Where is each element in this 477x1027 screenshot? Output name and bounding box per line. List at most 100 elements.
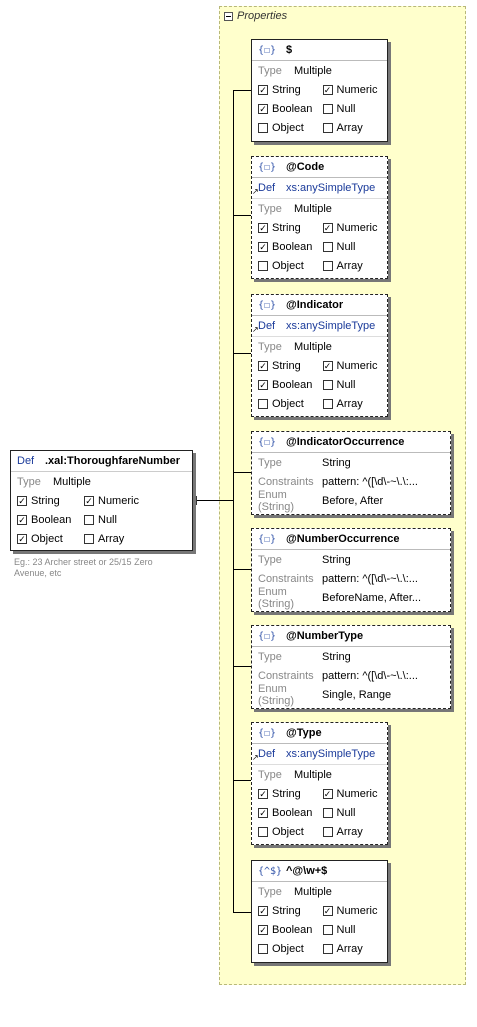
checkbox-string[interactable]: ✓String	[258, 905, 323, 917]
unchecked-icon[interactable]	[258, 122, 268, 133]
properties-header[interactable]: Properties	[224, 10, 287, 22]
enum-label: Enum (String)	[258, 585, 295, 610]
checkbox-array[interactable]: Array	[322, 398, 388, 410]
checkbox-null[interactable]: Null	[322, 379, 388, 391]
checkbox-array[interactable]: Array	[84, 533, 151, 545]
unchecked-icon[interactable]	[322, 103, 333, 114]
checkbox-object[interactable]: Object	[258, 826, 323, 838]
checked-icon[interactable]: ✓	[84, 495, 94, 506]
checkbox-boolean[interactable]: ✓Boolean	[258, 379, 323, 391]
property-title-row: {☐}@NumberOccurrence	[252, 529, 450, 550]
checkbox-null[interactable]: Null	[322, 924, 388, 936]
unchecked-icon[interactable]	[258, 943, 268, 954]
unchecked-icon[interactable]	[322, 241, 333, 252]
checkbox-array[interactable]: Array	[322, 826, 388, 838]
checkbox-array[interactable]: Array	[322, 260, 388, 272]
checked-icon[interactable]: ✓	[17, 514, 27, 525]
unchecked-icon[interactable]	[322, 826, 333, 837]
type-label: Type	[258, 64, 282, 77]
unchecked-icon[interactable]	[322, 807, 333, 818]
checkbox-numeric[interactable]: ✓Numeric	[322, 84, 388, 96]
checkbox-label: Null	[336, 240, 356, 253]
checked-icon[interactable]: ✓	[258, 379, 268, 390]
property-name: $	[286, 44, 293, 56]
checked-icon[interactable]: ✓	[258, 807, 268, 818]
checkbox-numeric[interactable]: ✓Numeric	[84, 495, 151, 507]
unchecked-icon[interactable]	[84, 533, 94, 544]
checkbox-null[interactable]: Null	[322, 103, 388, 115]
checkbox-boolean[interactable]: ✓Boolean	[258, 103, 323, 115]
checkbox-object[interactable]: Object	[258, 260, 323, 272]
def-type-link[interactable]: xs:anySimpleType	[286, 320, 376, 332]
collapse-icon[interactable]	[224, 11, 233, 21]
checkbox-numeric[interactable]: ✓Numeric	[322, 222, 388, 234]
checked-icon[interactable]: ✓	[258, 84, 268, 95]
checkbox-boolean[interactable]: ✓Boolean	[258, 807, 323, 819]
unchecked-icon[interactable]	[84, 514, 94, 525]
checkbox-label: Array	[336, 942, 363, 955]
unchecked-icon[interactable]	[258, 826, 268, 837]
checked-icon[interactable]: ✓	[322, 905, 333, 916]
unchecked-icon[interactable]	[258, 260, 268, 271]
unchecked-icon[interactable]	[322, 943, 333, 954]
checkbox-string[interactable]: ✓String	[258, 788, 323, 800]
checkbox-numeric[interactable]: ✓Numeric	[322, 359, 388, 372]
checkbox-string[interactable]: ✓String	[258, 360, 323, 372]
unchecked-icon[interactable]	[322, 260, 333, 271]
checked-icon[interactable]: ✓	[17, 533, 27, 544]
checkbox-string[interactable]: ✓String	[258, 84, 323, 96]
checkbox-label: Object	[272, 825, 304, 838]
checked-icon[interactable]: ✓	[258, 360, 268, 371]
unchecked-icon[interactable]	[322, 924, 333, 935]
checkbox-boolean[interactable]: ✓Boolean	[258, 924, 323, 936]
checkbox-null[interactable]: Null	[84, 514, 151, 526]
checked-icon[interactable]: ✓	[258, 905, 268, 916]
checkbox-label: Boolean	[31, 513, 72, 526]
checked-icon[interactable]: ✓	[258, 222, 268, 233]
checkbox-numeric[interactable]: ✓Numeric	[322, 905, 388, 917]
checkbox-null[interactable]: Null	[322, 807, 388, 819]
checkbox-object[interactable]: Object	[258, 943, 323, 955]
type-label: Type	[258, 553, 282, 566]
checkbox-boolean[interactable]: ✓ Boolean	[17, 514, 84, 526]
checkbox-label: Numeric	[336, 359, 378, 372]
property-box-1[interactable]: {☐}@CodeDefxs:anySimpleTypeTypeMultiple✓…	[251, 156, 388, 279]
unchecked-icon[interactable]	[322, 379, 333, 390]
checkbox-null[interactable]: Null	[322, 240, 388, 253]
checkbox-array[interactable]: Array	[322, 942, 388, 955]
checkbox-numeric[interactable]: ✓Numeric	[322, 788, 388, 800]
checkbox-string[interactable]: ✓String	[17, 495, 84, 507]
checked-icon[interactable]: ✓	[322, 84, 333, 95]
checkbox-array[interactable]: Array	[322, 122, 388, 134]
checkbox-row: ✓String✓Numeric	[258, 901, 387, 920]
checkbox-string[interactable]: ✓String	[258, 222, 323, 234]
root-element-box[interactable]: Def .xal:ThoroughfareNumber Type Multipl…	[10, 450, 193, 551]
checked-icon[interactable]: ✓	[258, 241, 268, 252]
def-type-link[interactable]: xs:anySimpleType	[286, 748, 376, 760]
checked-icon[interactable]: ✓	[322, 788, 333, 799]
checked-icon[interactable]: ✓	[258, 103, 268, 114]
checkbox-boolean[interactable]: ✓Boolean	[258, 241, 323, 253]
property-box-2[interactable]: {☐}@IndicatorDefxs:anySimpleTypeTypeMult…	[251, 294, 388, 417]
checked-icon[interactable]: ✓	[258, 788, 268, 799]
checkbox-object[interactable]: Object	[258, 398, 323, 410]
checked-icon[interactable]: ✓	[258, 924, 268, 935]
unchecked-icon[interactable]	[258, 398, 268, 409]
checked-icon[interactable]: ✓	[17, 495, 27, 506]
property-box-6[interactable]: {☐}@TypeDefxs:anySimpleTypeTypeMultiple✓…	[251, 722, 388, 845]
checkbox-object[interactable]: ✓Object	[17, 533, 84, 545]
def-type-link[interactable]: xs:anySimpleType	[286, 182, 376, 194]
checked-icon[interactable]: ✓	[322, 222, 333, 233]
unchecked-icon[interactable]	[322, 398, 333, 409]
checkbox-object[interactable]: Object	[258, 122, 323, 134]
checked-icon[interactable]: ✓	[322, 360, 333, 371]
unchecked-icon[interactable]	[322, 122, 333, 133]
property-icon: {☐}	[258, 299, 277, 311]
